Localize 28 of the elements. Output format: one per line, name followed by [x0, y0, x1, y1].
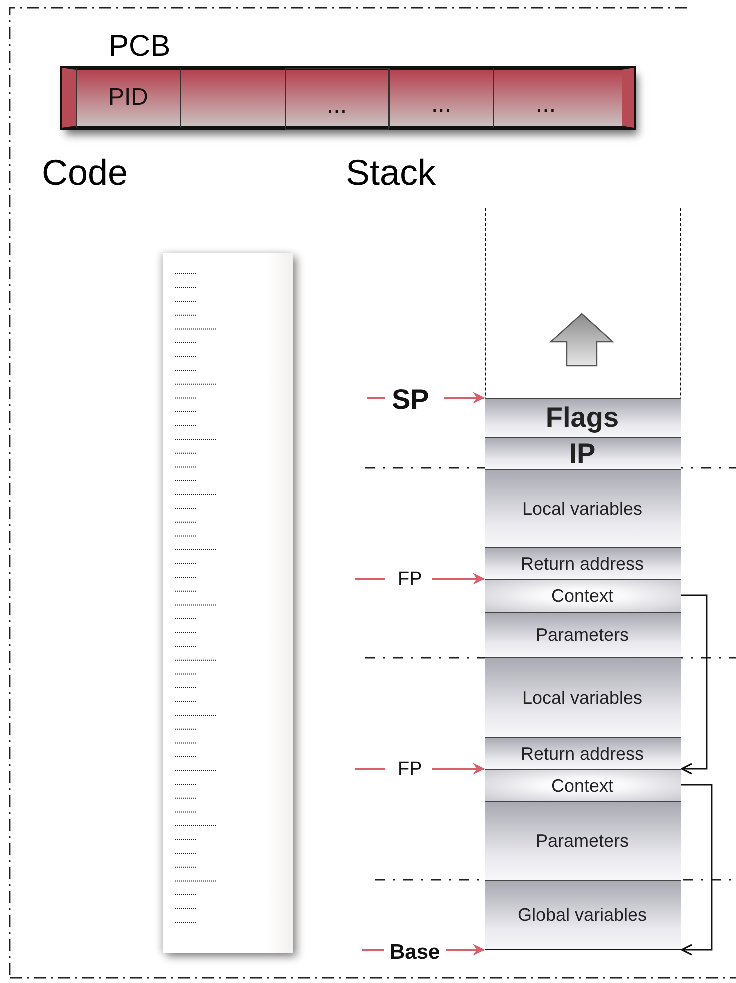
- stack-cell: Flags: [484, 398, 680, 437]
- pointer-label: FP: [398, 758, 430, 780]
- pcb-field: ...: [285, 68, 389, 130]
- pcb-field: ...: [389, 68, 493, 128]
- stack-cell: Parameters: [484, 801, 680, 880]
- pcb-field: PID: [76, 68, 180, 128]
- section-heading: PCB: [109, 32, 171, 62]
- pointer-arrow: [681, 594, 708, 775]
- pointer-label: Base: [390, 940, 444, 964]
- stack-cell: Context: [484, 769, 680, 801]
- pcb-field: ...: [493, 68, 598, 128]
- pointer-arrow: [444, 392, 485, 404]
- stack-cell: Global variables: [484, 880, 680, 950]
- section-heading: Code: [42, 155, 128, 191]
- pointer-arrow: [432, 573, 485, 585]
- pointer-arrow: [432, 763, 485, 775]
- stack-cell: Return address: [484, 547, 680, 579]
- stack-cell: Parameters: [484, 612, 680, 657]
- stack-cell: Local variables: [484, 469, 680, 547]
- stack-cell: IP: [484, 437, 680, 469]
- pointer-label: SP: [392, 385, 442, 415]
- section-heading: Stack: [346, 155, 436, 191]
- stack-cell: Local variables: [484, 657, 680, 737]
- stack-cell: Return address: [484, 737, 680, 769]
- stack-cell: Context: [484, 579, 680, 612]
- pointer-label: FP: [398, 568, 430, 590]
- pointer-arrow: [681, 784, 713, 956]
- pointer-arrow: [446, 944, 485, 956]
